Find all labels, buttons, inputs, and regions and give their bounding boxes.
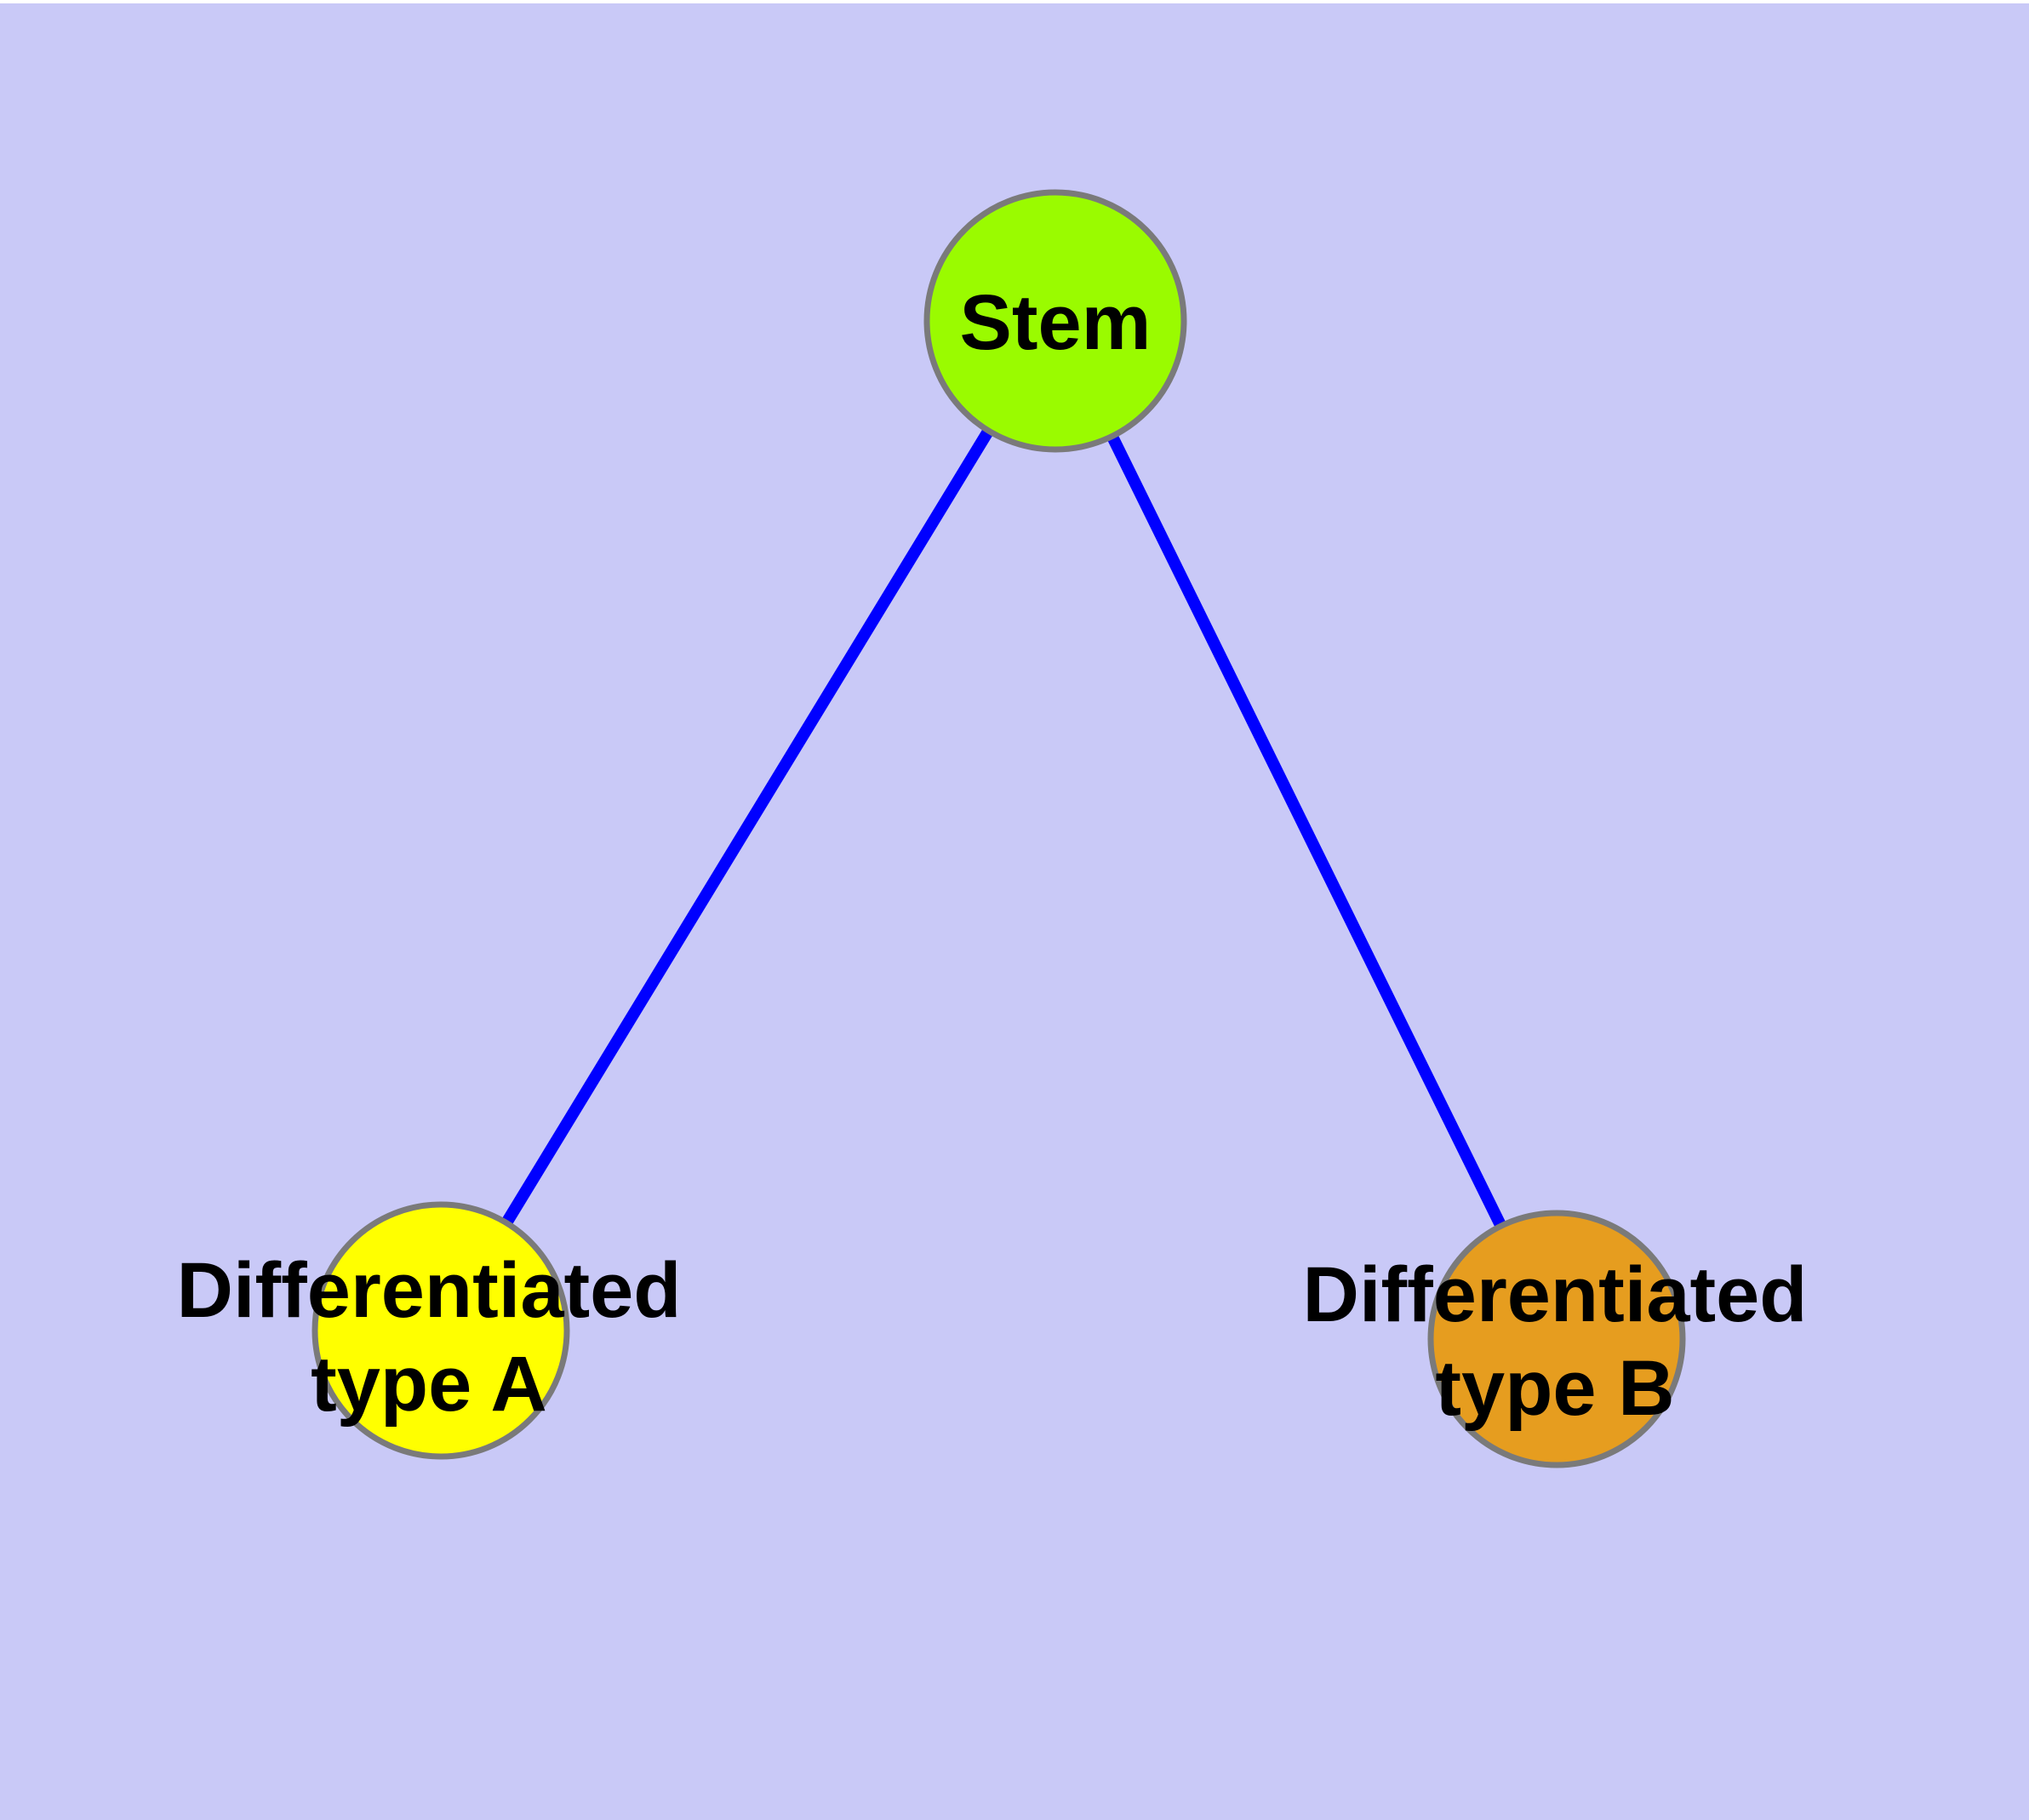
node-stem [923,189,1187,453]
node-type-b-label-line2: type B [1435,1345,1674,1432]
node-type-a-label-line2: type A [311,1341,547,1428]
edge-stem-to-type-a [436,318,1060,1334]
node-type-b-label-line1: Differentiated [1303,1251,1808,1338]
node-differentiated-type-b [1427,1210,1686,1468]
node-differentiated-type-a [311,1201,570,1460]
node-stem-label: Stem [960,279,1152,366]
edge-stem-to-type-b [1049,318,1563,1342]
node-type-a-label-line1: Differentiated [177,1247,682,1334]
